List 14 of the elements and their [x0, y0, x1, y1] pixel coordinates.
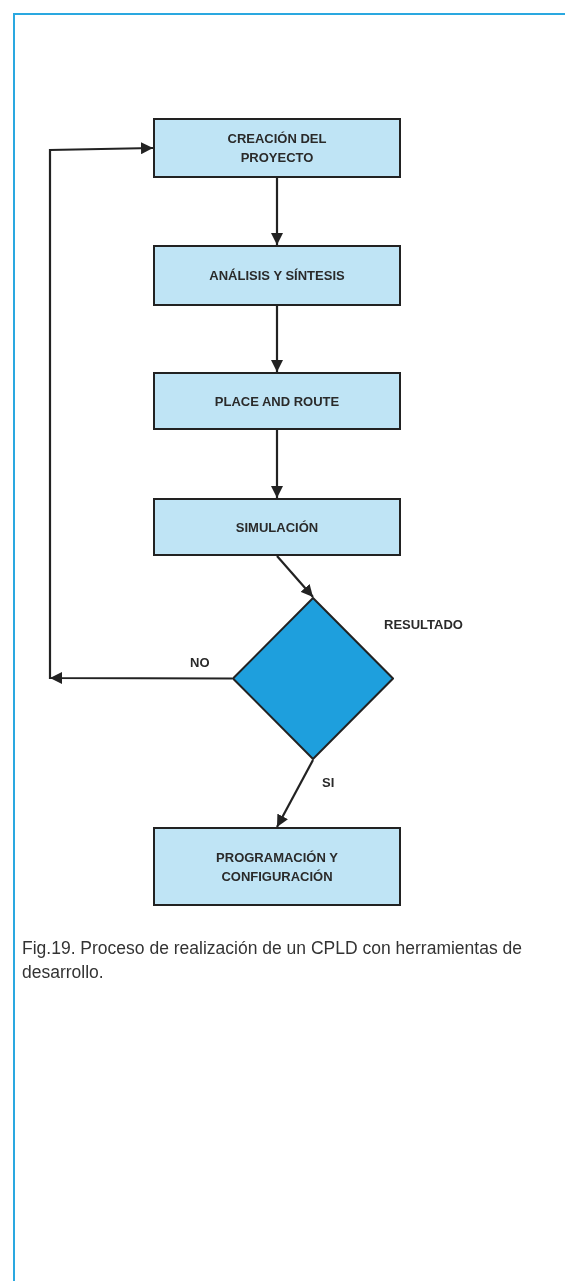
edge-label: SI [322, 775, 335, 790]
node-text: PROGRAMACIÓN Y CONFIGURACIÓN [215, 848, 339, 886]
node-text: PLACE AND ROUTE [214, 392, 340, 411]
edge-label: NO [190, 655, 210, 670]
node-text: ANÁLISIS Y SÍNTESIS [209, 267, 345, 285]
process-box [153, 372, 401, 430]
process-box [153, 827, 401, 906]
process-box [153, 498, 401, 556]
node-text: SIMULACIÓN [235, 518, 319, 537]
process-box [153, 245, 401, 306]
node-text: CREACIÓN DEL PROYECTO [226, 130, 328, 167]
process-box [153, 118, 401, 178]
figure-caption: Fig.19. Proceso de realización de un CPLD con herramientas de desarrollo. [22, 937, 523, 984]
node-caption: RESULTADO [384, 617, 463, 632]
